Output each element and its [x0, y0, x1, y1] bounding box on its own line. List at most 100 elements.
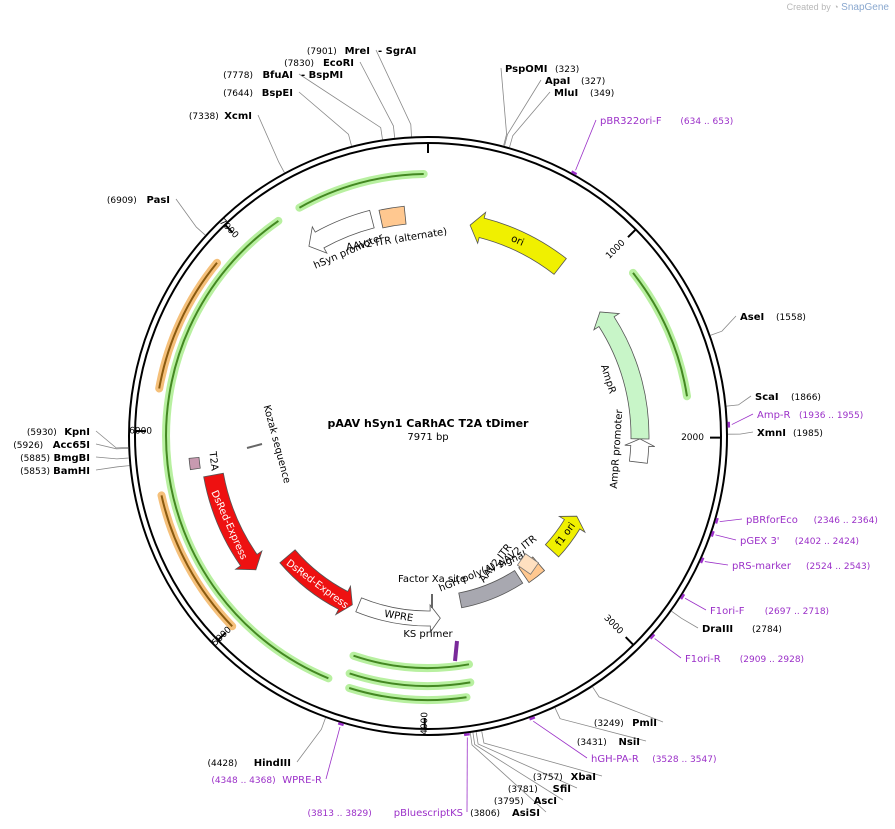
enzyme-leader — [95, 456, 129, 460]
enzyme-name: PspOMI — [505, 64, 547, 75]
feature-arc-line — [298, 173, 424, 209]
primer-site-mark — [571, 170, 578, 176]
enzyme-leader — [726, 395, 752, 407]
enzyme-layer: MreI(7901)- SgrAIEcoRI(7830)BfuAI(7778)-… — [13, 46, 823, 819]
enzyme-coord: (1985) — [793, 429, 823, 439]
enzyme-leader — [671, 610, 699, 629]
enzyme-leader — [710, 315, 737, 336]
annotation-label: KS primer — [403, 629, 453, 640]
watermark-brand: SnapGene — [841, 2, 889, 13]
primer-site-mark — [529, 716, 536, 721]
primer-range: (2346 .. 2364) — [814, 516, 878, 526]
enzyme-leader — [481, 731, 603, 777]
feature-arrow-ampr-promoter — [624, 438, 655, 464]
feature-label: T2A — [206, 450, 219, 472]
enzyme-coord: (349) — [590, 89, 614, 99]
enzyme-coord: (5853) — [20, 467, 50, 477]
primer-range: (634 .. 653) — [680, 117, 733, 127]
enzyme-leader — [296, 717, 326, 763]
tick-mark — [627, 228, 637, 238]
feature-arrow-dsred-express — [203, 472, 263, 571]
primer-name: pRS-marker — [732, 561, 792, 572]
primer-range: (2402 .. 2424) — [795, 537, 859, 547]
primer-name: pBluescriptKS — [394, 808, 463, 819]
enzyme-coord: (5930) — [27, 428, 57, 438]
feature-arrow-hgh-poly-a-signal — [458, 569, 524, 609]
primer-range: (1936 .. 1955) — [799, 411, 863, 421]
feature-arrow-ori — [469, 211, 567, 275]
primer-name: F1ori-F — [710, 606, 745, 617]
enzyme-coord: (3806) — [470, 809, 500, 819]
primer-name: pBRforEco — [746, 515, 798, 526]
primer-site-mark — [679, 593, 686, 600]
enzyme-leader — [504, 79, 542, 147]
feature-label: AmpR promoter — [609, 408, 625, 489]
primer-site-mark — [714, 517, 719, 524]
annotation-label: Factor Xa site — [398, 574, 466, 585]
enzyme-coord: (7901) — [307, 47, 337, 57]
primer-leader — [731, 413, 754, 425]
feature-arrow-aav2-itr-alternate- — [378, 205, 407, 229]
primer-range: (4348 .. 4368) — [211, 776, 275, 786]
enzyme-coord: (3431) — [577, 738, 607, 748]
enzyme-leader — [727, 431, 754, 435]
enzyme-coord: (7778) — [223, 71, 253, 81]
enzyme-leader — [500, 67, 508, 146]
enzyme-coord: (1558) — [776, 313, 806, 323]
primer-leader — [719, 518, 743, 523]
enzyme-name: DraIII — [702, 624, 733, 635]
enzyme-leader — [475, 732, 578, 789]
enzyme-leader — [95, 465, 130, 471]
enzyme-coord: (7338) — [189, 112, 219, 122]
enzyme-leader — [95, 443, 129, 450]
feature-arc-line — [348, 687, 467, 702]
tick-label: 2000 — [681, 433, 704, 443]
enzyme-name: NsiI — [619, 737, 640, 748]
enzyme-leader — [472, 732, 564, 801]
enzyme-name: Acc65I — [53, 440, 90, 451]
snapgene-logo-icon: ◔ — [833, 2, 839, 12]
enzyme-name: SfiI — [553, 784, 571, 795]
primer-site-mark — [710, 530, 715, 537]
plasmid-name: pAAV hSyn1 CaRhAC T2A tDimer — [328, 417, 530, 430]
feature-arcs-layer — [158, 173, 688, 702]
primer-leader — [704, 561, 729, 566]
feature-arc-line — [632, 272, 688, 397]
annotation-label: Kozak sequence — [261, 404, 293, 485]
primer-leader — [575, 119, 597, 171]
enzyme-name: PmlI — [632, 718, 657, 729]
enzyme-leader — [554, 707, 647, 742]
enzyme-coord: (6909) — [107, 196, 137, 206]
primer-range: (3813 .. 3829) — [308, 809, 372, 819]
primer-leader — [533, 720, 588, 759]
enzyme-coord: (1866) — [791, 393, 821, 403]
feature-arc-line — [349, 672, 471, 687]
primer-site-mark — [699, 557, 705, 564]
feature-arrow-f1-ori — [544, 515, 586, 558]
primer-range: (2697 .. 2718) — [765, 607, 829, 617]
tick-label: 1000 — [604, 238, 627, 261]
orange-arc-line — [158, 262, 218, 389]
enzyme-name: HindIII — [254, 758, 291, 769]
enzyme-coord: (3757) — [533, 773, 563, 783]
feature-arrow-wpre — [355, 597, 441, 634]
tick-mark — [624, 636, 635, 646]
primer-leader — [684, 597, 707, 611]
enzyme-coord: (7830) — [284, 59, 314, 69]
tick-label: 4000 — [420, 712, 430, 735]
enzyme-name: BmgBI — [53, 453, 90, 464]
feature-label: AmpR — [598, 363, 617, 395]
kozak-sequence-mark — [246, 443, 263, 449]
tick-label: 6000 — [129, 426, 152, 436]
primer-layer: pBR322ori-F(634 .. 653)Amp-R(1936 .. 195… — [211, 116, 878, 819]
enzyme-name: XmnI — [757, 428, 786, 439]
primer-range: (2524 .. 2543) — [806, 562, 870, 572]
enzyme-name: XbaI — [571, 772, 596, 783]
feature-arrow-hsyn-promoter — [308, 209, 375, 254]
primer-site-mark — [649, 633, 656, 640]
enzyme-name: AseI — [740, 312, 764, 323]
enzyme-coord: (327) — [581, 77, 605, 87]
enzyme-leader — [175, 198, 206, 236]
watermark-prefix: Created by — [786, 2, 831, 12]
